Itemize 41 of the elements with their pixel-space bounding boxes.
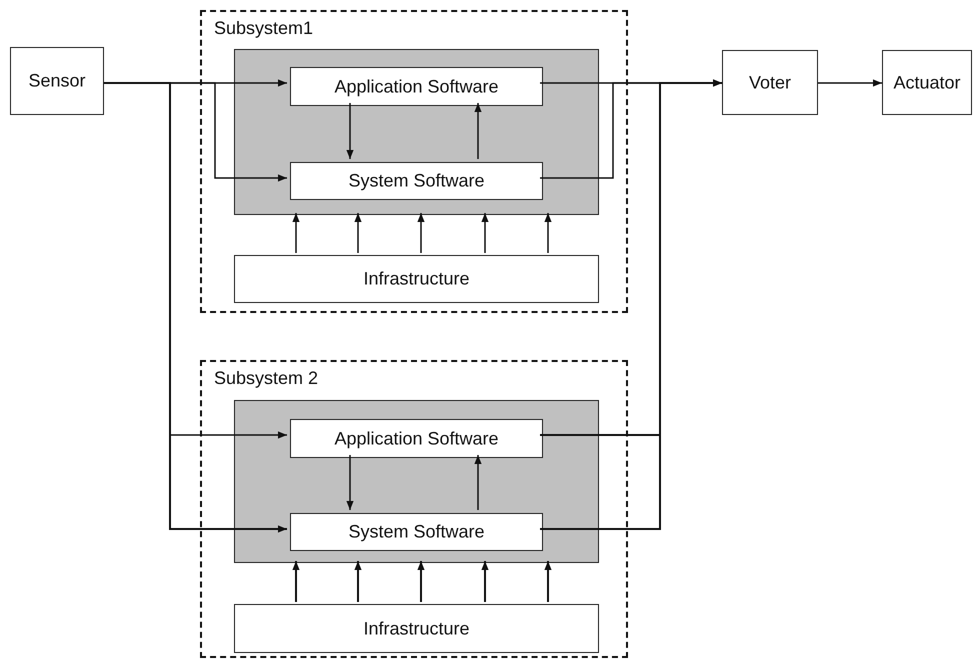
group-title: Subsystem 2	[214, 368, 318, 389]
process-box	[290, 162, 543, 200]
box-label: Sensor	[28, 70, 86, 92]
process-box	[234, 255, 599, 303]
arrow	[417, 213, 425, 253]
process-box	[234, 604, 599, 653]
software-panel	[234, 400, 599, 563]
subsystem-group	[200, 10, 628, 313]
arrow	[481, 213, 489, 253]
arrow	[104, 82, 287, 533]
process-box	[722, 50, 818, 115]
software-panel	[234, 49, 599, 215]
box-label: System Software	[348, 170, 485, 192]
process-box	[10, 47, 104, 115]
process-box	[290, 67, 543, 106]
arrow	[818, 79, 882, 87]
arrow	[474, 455, 482, 510]
arrow	[474, 103, 482, 159]
box-label: Infrastructure	[363, 268, 470, 290]
arrow	[354, 213, 362, 253]
process-box	[290, 513, 543, 551]
arrow	[346, 455, 354, 510]
box-label: Voter	[748, 72, 792, 93]
subsystem-group	[200, 360, 628, 658]
box-label: Application Software	[334, 76, 499, 97]
process-box	[290, 419, 543, 458]
arrow	[481, 561, 489, 602]
process-box	[882, 50, 972, 115]
arrow	[544, 213, 552, 253]
arrow	[544, 561, 552, 602]
box-label: Application Software	[334, 428, 499, 449]
arrow	[292, 213, 300, 253]
arrow	[292, 561, 300, 602]
box-label: System Software	[348, 522, 485, 542]
arrow	[540, 79, 722, 530]
arrow	[354, 561, 362, 602]
arrow	[346, 103, 354, 159]
group-title: Subsystem1	[214, 18, 314, 39]
arrow	[417, 561, 425, 602]
box-label: Infrastructure	[363, 618, 470, 639]
box-label: Actuator	[893, 72, 961, 93]
